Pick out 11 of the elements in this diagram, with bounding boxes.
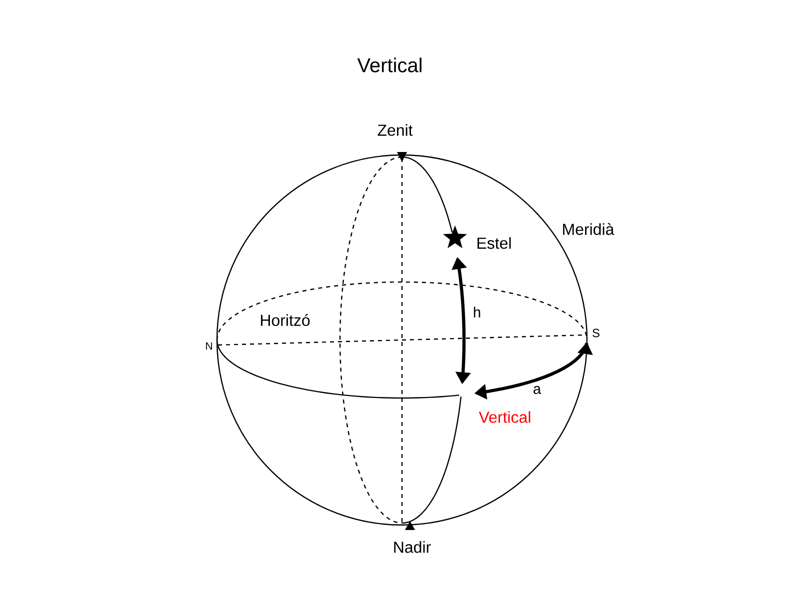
point-label: Horitzó [260, 314, 310, 326]
point-label: h [474, 306, 480, 318]
point-label: Estel [478, 237, 511, 249]
point-label: Meridià [563, 223, 614, 235]
point-label: a [534, 386, 542, 394]
point-label: Vertical [478, 411, 530, 423]
title: Vertical [357, 58, 422, 72]
point-label: Nadir [394, 541, 431, 553]
point-label: S [592, 328, 600, 338]
point-label: Zenit [378, 124, 413, 136]
point-label: N [206, 342, 212, 350]
